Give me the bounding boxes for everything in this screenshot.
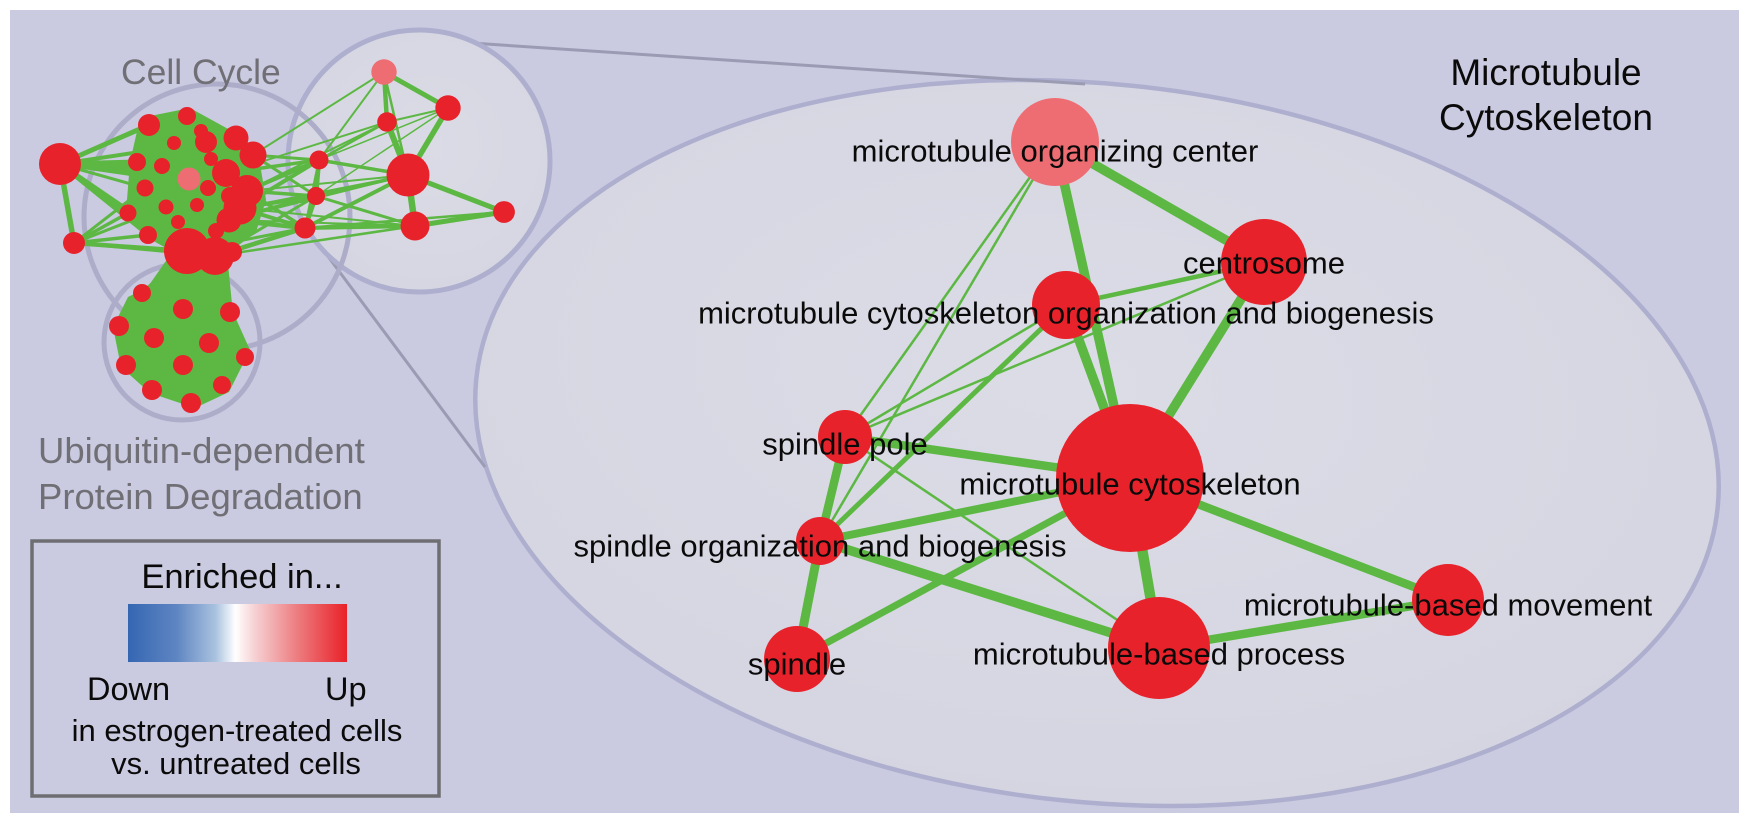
svg-text:Enriched in...: Enriched in...: [141, 558, 342, 596]
svg-text:Cytoskeleton: Cytoskeleton: [1439, 97, 1653, 138]
svg-text:microtubule organizing center: microtubule organizing center: [852, 134, 1259, 169]
svg-text:spindle pole: spindle pole: [762, 427, 927, 462]
svg-text:microtubule-based movement: microtubule-based movement: [1244, 588, 1653, 623]
svg-text:microtubule cytoskeleton: microtubule cytoskeleton: [959, 467, 1300, 502]
svg-text:Ubiquitin-dependent: Ubiquitin-dependent: [38, 430, 365, 471]
svg-text:centrosome: centrosome: [1183, 246, 1345, 281]
svg-text:Up: Up: [325, 671, 367, 707]
svg-text:spindle: spindle: [748, 647, 846, 682]
svg-text:Microtubule: Microtubule: [1450, 52, 1641, 93]
svg-text:Protein Degradation: Protein Degradation: [38, 476, 363, 517]
svg-text:Cell Cycle: Cell Cycle: [121, 52, 281, 92]
svg-text:spindle organization and bioge: spindle organization and biogenesis: [574, 529, 1067, 564]
svg-text:in estrogen-treated cells: in estrogen-treated cells: [72, 713, 403, 748]
svg-text:vs. untreated cells: vs. untreated cells: [111, 746, 361, 781]
svg-text:Down: Down: [87, 671, 170, 707]
svg-text:microtubule cytoskeleton organ: microtubule cytoskeleton organization an…: [698, 296, 1434, 331]
svg-text:microtubule-based process: microtubule-based process: [973, 637, 1345, 672]
